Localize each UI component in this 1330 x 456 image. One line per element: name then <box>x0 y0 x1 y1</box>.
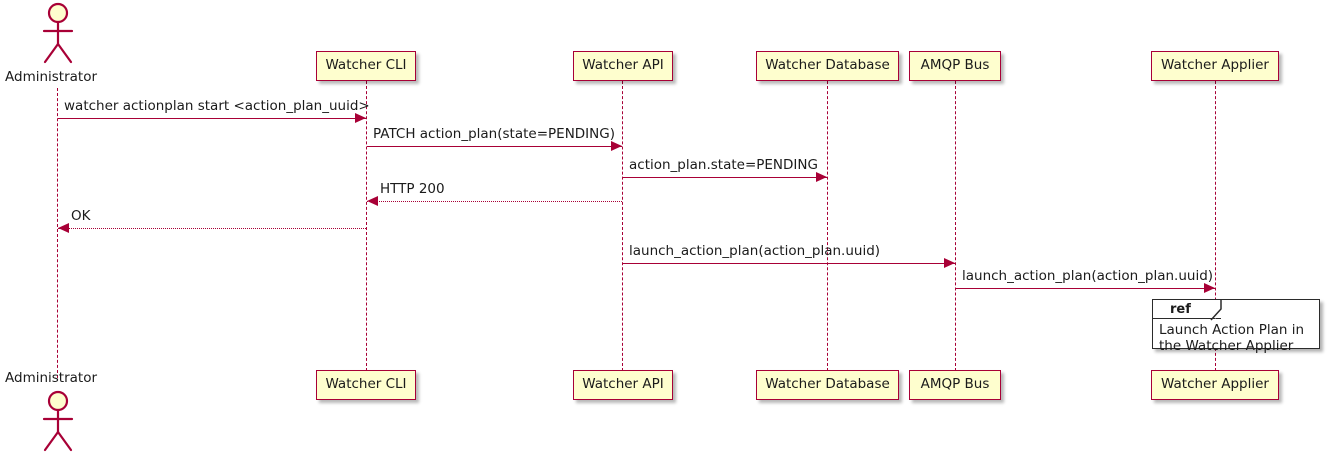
lifeline-amqp-bus <box>955 81 956 371</box>
lifeline-watcher-database <box>827 81 828 371</box>
arrow-head-right-icon <box>611 141 622 151</box>
actor-figure-administrator-top <box>42 2 74 64</box>
arrow-line-dotted <box>367 201 622 202</box>
arrow-line <box>58 118 366 119</box>
participant-box-amqp-bus-bottom[interactable]: AMQP Bus <box>909 370 1001 400</box>
message-label: OK <box>71 208 91 225</box>
message-label: action_plan.state=PENDING <box>629 157 818 174</box>
participant-box-watcher-applier-bottom[interactable]: Watcher Applier <box>1151 370 1279 400</box>
message-label: watcher actionplan start <action_plan_uu… <box>64 98 370 115</box>
arrow-head-right-icon <box>816 172 827 182</box>
ref-fragment-text: Launch Action Plan in the Watcher Applie… <box>1159 322 1305 355</box>
participant-box-watcher-database-bottom[interactable]: Watcher Database <box>756 370 899 400</box>
actor-label-administrator-top: Administrator <box>5 69 98 85</box>
arrow-line <box>956 288 1215 289</box>
participant-box-watcher-cli-top[interactable]: Watcher CLI <box>316 51 416 81</box>
lifeline-watcher-applier <box>1215 81 1216 371</box>
participant-box-amqp-bus-top[interactable]: AMQP Bus <box>909 51 1001 81</box>
message-label: launch_action_plan(action_plan.uuid) <box>629 243 881 260</box>
message-label: PATCH action_plan(state=PENDING) <box>373 126 615 143</box>
participant-box-watcher-api-top[interactable]: Watcher API <box>573 51 673 81</box>
participant-box-watcher-database-top[interactable]: Watcher Database <box>756 51 899 81</box>
lifeline-administrator <box>57 88 58 378</box>
ref-fragment-box: ref Launch Action Plan in the Watcher Ap… <box>1152 299 1320 354</box>
arrow-head-right-icon <box>944 258 955 268</box>
arrow-head-right-icon <box>355 113 366 123</box>
message-label: launch_action_plan(action_plan.uuid) <box>962 268 1214 285</box>
arrow-line-dotted <box>58 228 366 229</box>
arrow-line <box>623 177 827 178</box>
arrow-line <box>367 146 622 147</box>
actor-label-administrator-bottom: Administrator <box>5 370 98 386</box>
participant-box-watcher-applier-top[interactable]: Watcher Applier <box>1151 51 1279 81</box>
participant-box-watcher-cli-bottom[interactable]: Watcher CLI <box>316 370 416 400</box>
lifeline-watcher-api <box>622 81 623 371</box>
arrow-head-left-icon <box>58 223 69 233</box>
ref-fragment-keyword: ref <box>1153 300 1221 319</box>
actor-figure-administrator-bottom <box>42 390 74 452</box>
arrow-head-left-icon <box>367 196 378 206</box>
lifeline-watcher-cli <box>366 81 367 371</box>
arrow-line <box>623 263 955 264</box>
arrow-head-right-icon <box>1204 283 1215 293</box>
message-label: HTTP 200 <box>380 181 445 198</box>
participant-box-watcher-api-bottom[interactable]: Watcher API <box>573 370 673 400</box>
